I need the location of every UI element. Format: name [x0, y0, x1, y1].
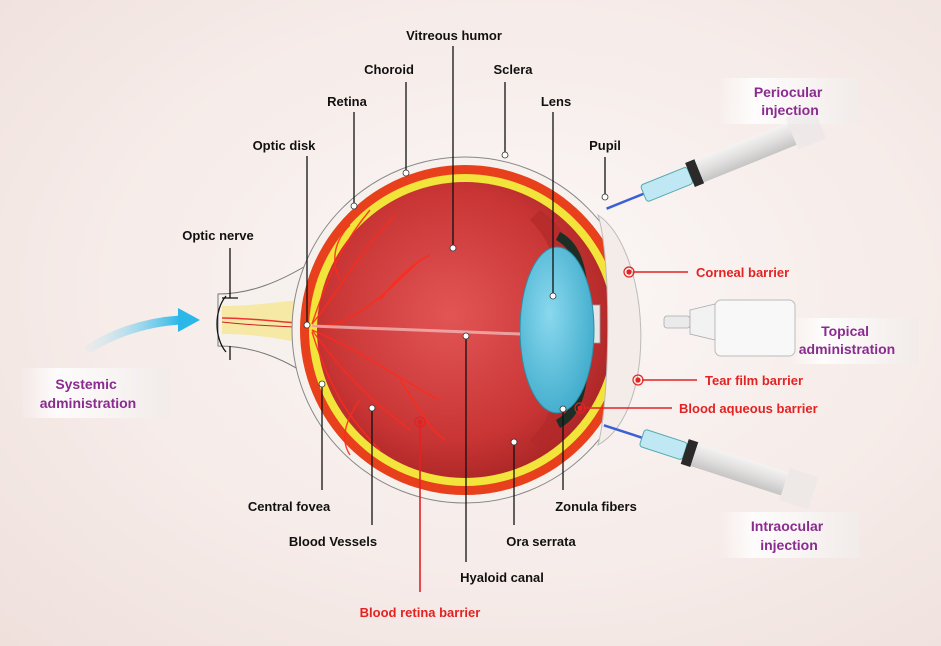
periocular-line-1: Periocular [754, 84, 823, 100]
label-lens: Lens [541, 94, 571, 109]
intraocular-line-1: Intraocular [751, 518, 824, 534]
label-optic-disk: Optic disk [253, 138, 317, 153]
label-optic-nerve: Optic nerve [182, 228, 254, 243]
label-central-fovea: Central fovea [248, 499, 331, 514]
periocular-box [718, 78, 860, 124]
label-retina: Retina [327, 94, 368, 109]
label-tear-film-barrier: Tear film barrier [705, 373, 803, 388]
label-hyaloid-canal: Hyaloid canal [460, 570, 544, 585]
periocular-line-2: injection [761, 102, 819, 118]
periocular-syringe [606, 106, 827, 210]
label-blood-vessels: Blood Vessels [289, 534, 377, 549]
lens [519, 246, 595, 414]
eyedrop-bottle [663, 299, 796, 357]
systemic-arrow [85, 315, 185, 353]
leader-lines [216, 46, 606, 562]
label-blood-retina-barrier: Blood retina barrier [360, 605, 481, 620]
label-ora-serrata: Ora serrata [506, 534, 576, 549]
topical-line-2: administration [799, 341, 895, 357]
systemic-box [20, 368, 170, 418]
label-pupil: Pupil [589, 138, 621, 153]
intraocular-box [718, 512, 860, 558]
barrier-leader-lines [419, 271, 697, 592]
label-zonula-fibers: Zonula fibers [555, 499, 637, 514]
systemic-line-1: Systemic [55, 376, 117, 392]
anatomy-markers [303, 151, 609, 446]
label-systemic-administration: Systemic administration [40, 376, 136, 411]
intraocular-syringe [603, 424, 819, 510]
label-corneal-barrier: Corneal barrier [696, 265, 789, 280]
systemic-line-2: administration [40, 395, 136, 411]
intraocular-line-2: injection [760, 537, 818, 553]
label-sclera: Sclera [493, 62, 533, 77]
label-intraocular-injection: Intraocular injection [751, 518, 827, 553]
label-choroid: Choroid [364, 62, 414, 77]
barrier-markers [414, 266, 644, 428]
label-vitreous-humor: Vitreous humor [406, 28, 502, 43]
topical-box [790, 318, 918, 364]
hyaloid-canal [311, 324, 521, 336]
label-blood-aqueous-barrier: Blood aqueous barrier [679, 401, 818, 416]
label-topical-administration: Topical administration [799, 323, 895, 357]
topical-line-1: Topical [821, 323, 869, 339]
label-periocular-injection: Periocular injection [754, 84, 826, 118]
systemic-arrowhead [178, 308, 200, 332]
vitreous-humor [317, 182, 613, 478]
